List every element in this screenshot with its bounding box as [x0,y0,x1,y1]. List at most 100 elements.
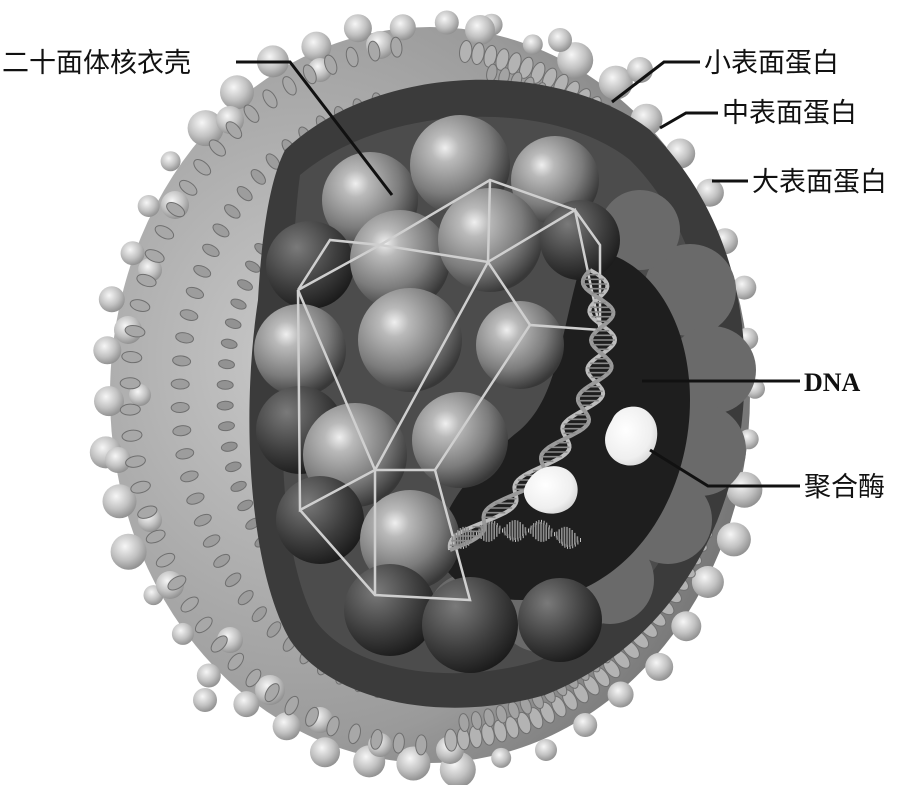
membrane-bead [415,734,428,756]
membrane-bead [220,441,238,452]
membrane-bead [237,499,254,512]
membrane-bead [218,359,235,370]
surface-protein-knob [220,75,254,110]
membrane-bead [130,480,151,494]
membrane-bead [175,332,194,344]
membrane-bead [230,298,247,310]
membrane-bead [185,286,205,299]
label-large-protein: 大表面蛋白 [752,167,887,198]
membrane-bead [266,621,282,638]
surface-protein-knob [732,275,757,300]
membrane-bead [224,318,242,329]
capsid-sphere [276,476,364,564]
surface-protein-knobs [89,10,765,785]
surface-protein-knob [171,622,194,645]
capsid-sphere [422,577,518,673]
leader-capsid [236,60,394,196]
label-small-protein: 小表面蛋白 [704,48,839,79]
membrane-bead [216,379,234,390]
surface-protein-knob [548,28,572,52]
membrane-bead [324,54,338,75]
surface-protein-knob [233,691,260,718]
capsid-sphere [476,301,564,389]
membrane-bead [227,652,245,671]
membrane-bead [348,723,361,745]
capsid-sphere [344,564,436,656]
membrane-bead [282,76,297,96]
membrane-bead [250,169,266,185]
surface-protein-knob [187,110,224,147]
membrane-bead [218,421,235,432]
surface-protein-knob [645,652,674,681]
membrane-bead [167,575,187,591]
capsid-sphere [518,578,602,662]
dna-base-pairs [449,273,615,547]
membrane-bead [458,713,470,733]
label-middle-protein: 中表面蛋白 [722,98,857,129]
surface-protein-knob [102,484,137,519]
membrane-bead [326,716,340,737]
surface-protein-knob [129,384,151,406]
membrane-bead [245,668,262,688]
membrane-bead [483,708,495,728]
surface-protein-knob [193,688,217,712]
polymerase-blob-2 [523,466,578,514]
membrane-bead [237,279,253,291]
surface-protein-knob [98,286,125,313]
capsid-sphere [438,188,542,292]
membrane-bead [193,264,212,278]
membrane-bead [175,448,195,460]
membrane-bead [224,572,242,588]
surface-protein-knob [557,42,594,79]
dna-helix [447,268,618,552]
leader-middle-protein [659,111,718,130]
label-capsid: 二十面体核衣壳 [2,48,191,79]
membrane-bead [495,704,508,724]
surface-protein-knob [343,14,372,43]
membrane-bead [179,309,199,321]
membrane-bead [119,403,141,416]
membrane-bead [213,553,231,568]
surface-protein-knob [94,386,124,417]
membrane-bead [145,529,166,544]
leader-polymerase [649,448,800,488]
membrane-bead [172,355,192,367]
membrane-bead [495,48,510,71]
surface-protein-knob [196,663,221,688]
membrane-bead [225,121,243,139]
surface-protein-knob [695,178,724,207]
membrane-bead [186,492,205,505]
capsid-sphere [412,392,508,488]
membrane-bead [202,243,220,258]
polymerase-enzymes [523,406,658,514]
membrane-bead [493,719,508,743]
capsid-sphere [350,210,450,310]
surface-protein-knob [491,747,512,768]
membrane-bead [528,707,544,730]
membrane-bead [237,590,254,606]
membrane-bead [121,429,143,442]
surface-protein-knob [671,611,702,642]
membrane-bead [170,378,190,390]
membrane-bead [367,40,381,62]
membrane-bead [212,223,230,238]
labels: 二十面体核衣壳 小表面蛋白 中表面蛋白 大表面蛋白 DNA 聚合酶 [2,48,887,503]
membrane-bead [302,64,317,85]
membrane-bead [137,505,158,519]
membrane-bead [243,104,260,123]
icosahedron-wireframe [296,178,602,602]
membrane-bead [125,455,146,468]
surface-protein-knob [160,151,181,172]
label-polymerase: 聚合酶 [804,472,885,503]
surface-protein-knob [105,447,131,473]
surface-protein-knob [137,195,160,217]
membrane-bead [230,480,247,492]
membrane-bead [179,179,198,196]
membrane-bead [245,260,261,273]
membrane-bead [507,52,522,75]
membrane-bead [154,225,175,240]
membrane-bead [390,36,403,58]
membrane-bead [121,351,143,364]
membrane-bead [225,461,242,473]
